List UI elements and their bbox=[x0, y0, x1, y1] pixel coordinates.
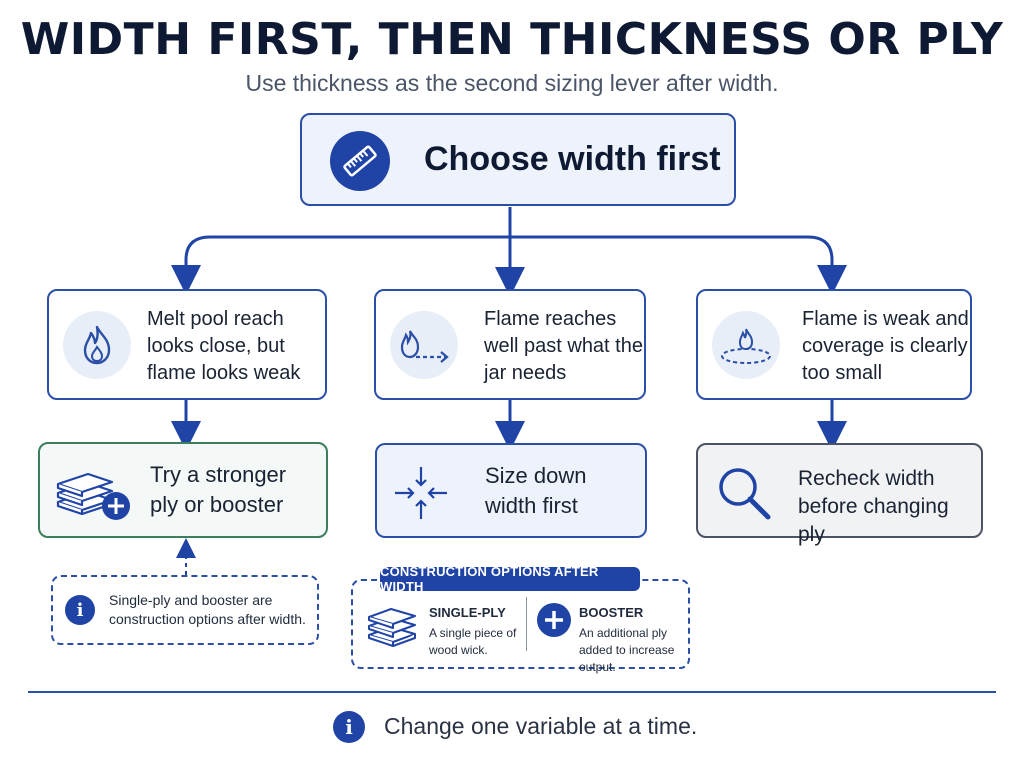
condition-text-right: Flame is weak and coverage is clearly to… bbox=[802, 308, 969, 384]
footer-info-icon: i bbox=[333, 711, 365, 743]
arrow-root-to-left bbox=[171, 235, 510, 295]
magnifier-icon bbox=[712, 461, 776, 525]
root-box: Choose width first bbox=[300, 113, 736, 206]
action-text-center: Size down width first bbox=[485, 463, 587, 518]
condition-text-center: Flame reaches well past what the jar nee… bbox=[484, 308, 643, 384]
footer-text: Change one variable at a time. bbox=[384, 713, 698, 739]
action-box-right: Recheck width before changing ply bbox=[696, 443, 983, 546]
page-title: WIDTH FIRST, THEN THICKNESS OR PLY bbox=[20, 14, 1004, 65]
option-name-booster: BOOSTER bbox=[579, 605, 644, 620]
flame-arrow-icon bbox=[390, 311, 458, 379]
action-text-left: Try a stronger ply or booster bbox=[150, 462, 287, 517]
page-subtitle: Use thickness as the second sizing lever… bbox=[245, 70, 779, 96]
condition-box-center: Flame reaches well past what the jar nee… bbox=[374, 289, 646, 400]
root-label: Choose width first bbox=[424, 140, 721, 178]
ruler-icon bbox=[330, 131, 390, 191]
condition-text-left: Melt pool reach looks close, but flame l… bbox=[147, 308, 301, 384]
action-box-left: Try a stronger ply or booster bbox=[38, 442, 328, 538]
note-text: Single-ply and booster are construction … bbox=[109, 592, 306, 627]
small-flame-icon bbox=[712, 311, 780, 379]
action-text-right: Recheck width before changing ply bbox=[798, 467, 949, 546]
plus-circle-icon bbox=[537, 603, 571, 637]
option-desc-booster: An additional ply added to increase outp… bbox=[579, 626, 675, 674]
condition-box-left: Melt pool reach looks close, but flame l… bbox=[47, 289, 327, 400]
option-desc-single-ply: A single piece of wood wick. bbox=[429, 626, 517, 657]
stacked-ply-icon bbox=[365, 601, 421, 651]
option-divider bbox=[526, 597, 527, 651]
construction-heading: CONSTRUCTION OPTIONS AFTER WIDTH bbox=[380, 564, 640, 594]
action-box-center: Size down width first bbox=[375, 443, 647, 538]
shrink-arrows-icon bbox=[391, 463, 451, 523]
info-icon: i bbox=[65, 595, 95, 625]
condition-box-right: Flame is weak and coverage is clearly to… bbox=[696, 289, 972, 400]
option-name-single-ply: SINGLE-PLY bbox=[429, 605, 506, 620]
arrow-root-to-right bbox=[510, 235, 847, 295]
note-box: i Single-ply and booster are constructio… bbox=[51, 575, 319, 645]
stacked-ply-plus-icon bbox=[54, 464, 134, 522]
flame-icon bbox=[63, 311, 131, 379]
